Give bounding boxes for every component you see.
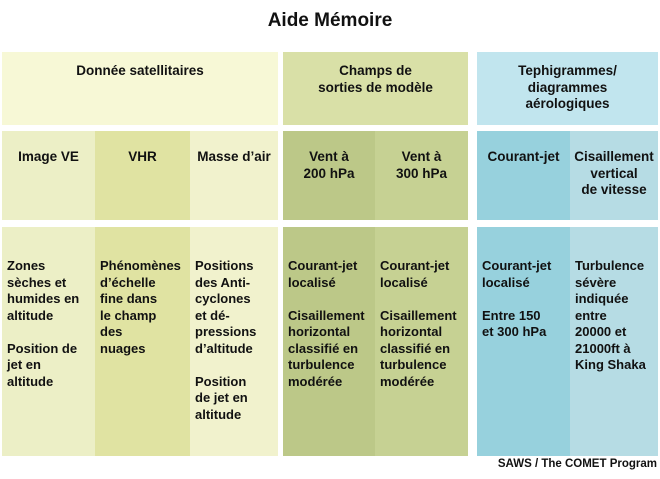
- col-header-cisaillement-vertical: Cisaillement vertical de vitesse: [570, 131, 658, 220]
- col-header-masse-dair: Masse d’air: [190, 131, 278, 220]
- cell-image-ve: Zones sèches et humides en altitude Posi…: [2, 227, 95, 456]
- col-header-vent-300hpa: Vent à 300 hPa: [375, 131, 468, 220]
- cell-vhr: Phénomènes d’échelle fine dans le champ …: [95, 227, 190, 456]
- page-title: Aide Mémoire: [267, 10, 393, 31]
- cell-masse-dair: Positions des Anti- cyclones et dé- pres…: [190, 227, 278, 456]
- cell-vent-300hpa: Courant-jet localisé Cisaillement horizo…: [375, 227, 468, 456]
- col-header-image-ve: Image VE: [2, 131, 95, 220]
- cell-courant-jet: Courant-jet localisé Entre 150 et 300 hP…: [477, 227, 570, 456]
- cell-vent-200hpa: Courant-jet localisé Cisaillement horizo…: [283, 227, 375, 456]
- col-header-vent-200hpa: Vent à 200 hPa: [283, 131, 375, 220]
- group-header-tephigrammes: Tephigrammes/ diagrammes aérologiques: [477, 52, 658, 125]
- col-header-vhr: VHR: [95, 131, 190, 220]
- group-header-champs-sorties-modele: Champs de sorties de modèle: [283, 52, 468, 125]
- col-header-courant-jet: Courant-jet: [477, 131, 570, 220]
- credit-text: SAWS / The COMET Program: [497, 458, 657, 470]
- aide-memoire-table: Donnée satellitaires Champs de sorties d…: [2, 52, 658, 456]
- cell-cisaillement-vertical: Turbulence sévère indiquée entre 20000 e…: [570, 227, 658, 456]
- group-header-donnee-satellitaires: Donnée satellitaires: [2, 52, 278, 125]
